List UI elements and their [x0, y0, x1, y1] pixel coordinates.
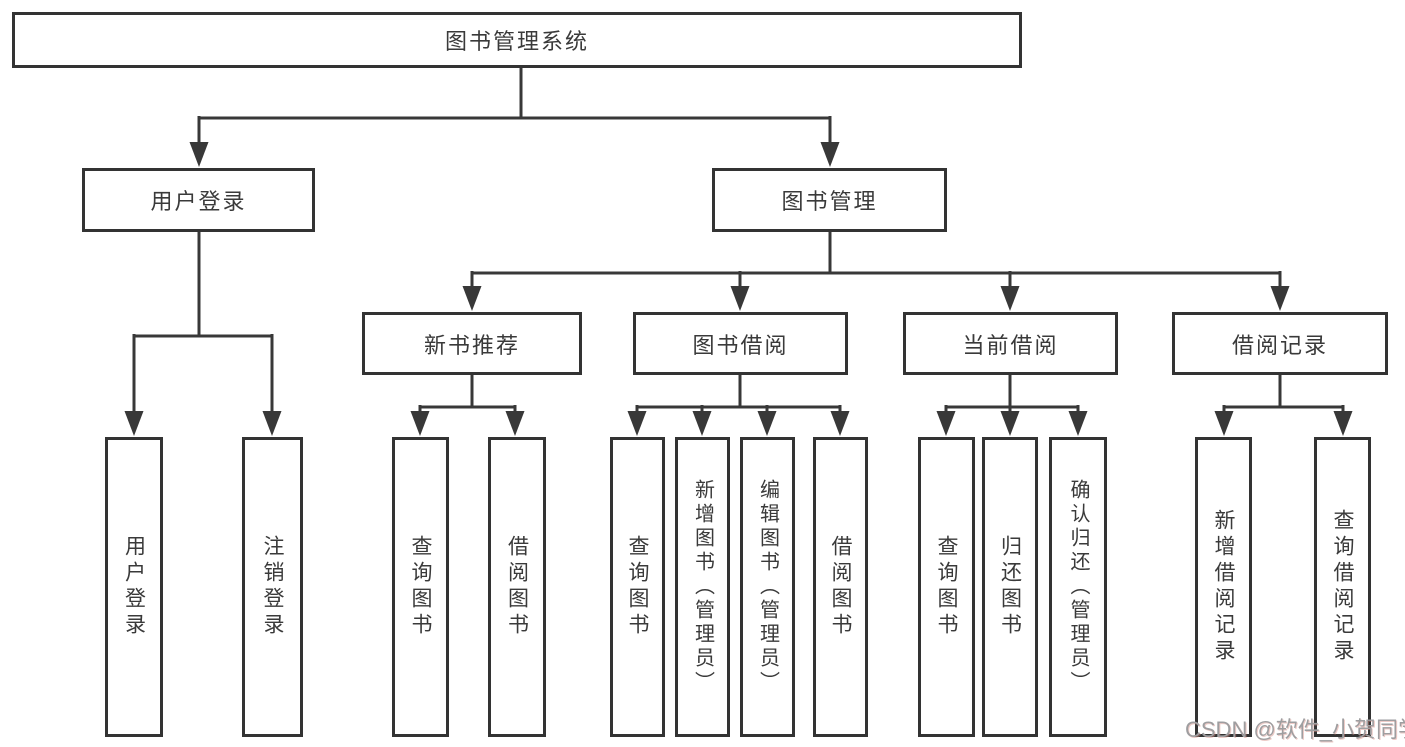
node-edit-books-admin: 编辑图书（管理员）	[740, 437, 795, 737]
node-new-book-recommend: 新书推荐	[362, 312, 582, 375]
arrowheads	[124, 142, 1353, 436]
node-current-borrow: 当前借阅	[903, 312, 1118, 375]
node-borrow-records: 借阅记录	[1172, 312, 1388, 375]
node-book-management-system: 图书管理系统	[12, 12, 1022, 68]
node-logout-leaf: 注销登录	[242, 437, 303, 737]
node-add-books-admin: 新增图书（管理员）	[675, 437, 730, 737]
node-borrow-books-1: 借阅图书	[488, 437, 546, 737]
node-query-books-1: 查询图书	[392, 437, 449, 737]
node-query-books-3: 查询图书	[918, 437, 975, 737]
node-query-books-2: 查询图书	[610, 437, 665, 737]
node-confirm-return-admin: 确认归还（管理员）	[1049, 437, 1107, 737]
node-book-management: 图书管理	[712, 168, 947, 232]
node-add-borrow-record: 新增借阅记录	[1195, 437, 1252, 737]
node-book-borrow: 图书借阅	[633, 312, 848, 375]
node-return-books: 归还图书	[982, 437, 1038, 737]
watermark-text: CSDN @软件_小贺同学	[1185, 717, 1405, 742]
node-user-login: 用户登录	[82, 168, 315, 232]
node-query-borrow-record: 查询借阅记录	[1314, 437, 1371, 737]
node-user-login-leaf: 用户登录	[105, 437, 163, 737]
node-borrow-books-2: 借阅图书	[813, 437, 868, 737]
